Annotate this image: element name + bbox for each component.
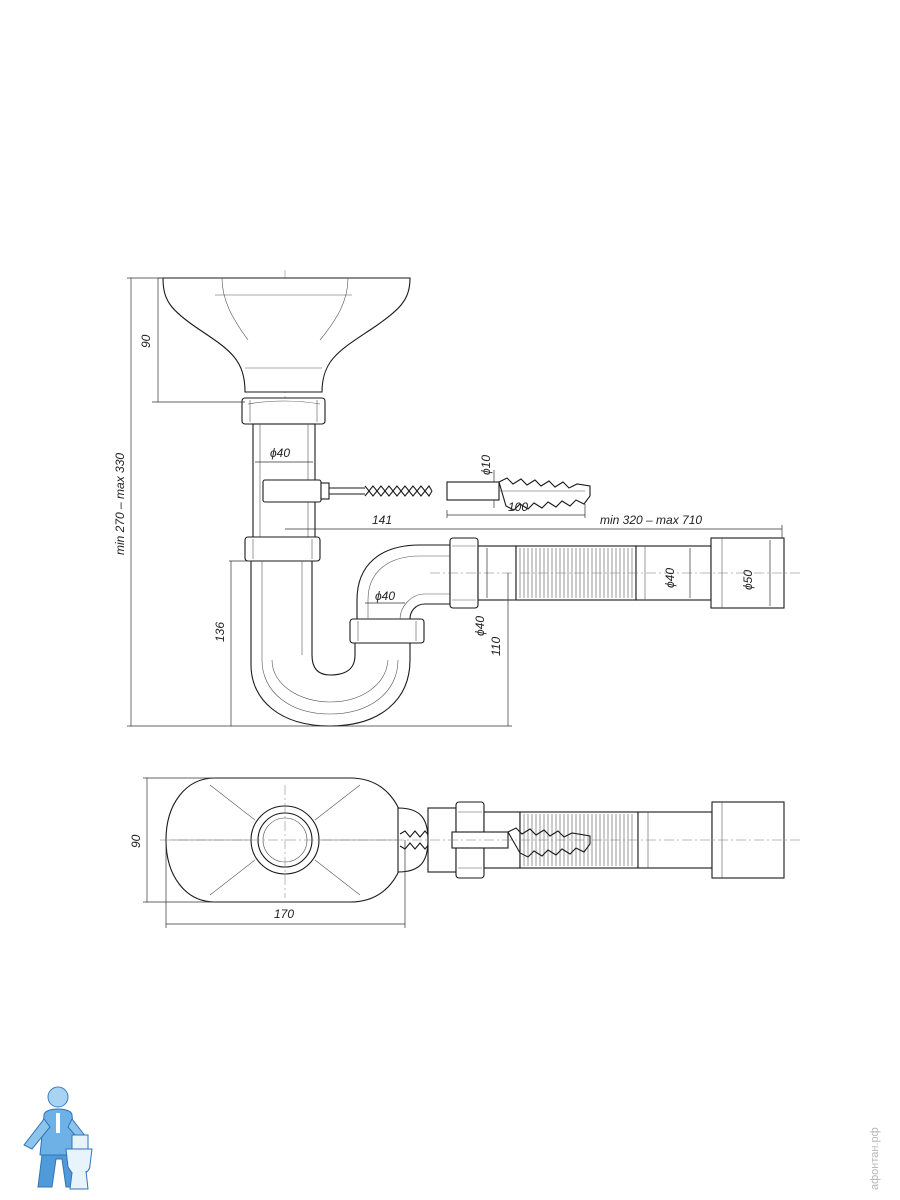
trap-body bbox=[250, 560, 411, 727]
dim-trap-height: 136 bbox=[213, 622, 227, 642]
dim-trap-diameter: ϕ40 bbox=[375, 589, 395, 603]
dim-hose-length: min 320 – max 710 bbox=[600, 513, 702, 527]
dim-screw-offset: 141 bbox=[372, 513, 392, 527]
dim-pipe-diameter-top: ϕ40 bbox=[270, 446, 290, 460]
wall-bracket bbox=[262, 479, 433, 503]
plan-view: 90 170 bbox=[129, 777, 800, 928]
dim-outlet-diameter: ϕ40 bbox=[473, 616, 487, 636]
trap-nut bbox=[349, 618, 425, 644]
plumber-mascot-icon bbox=[23, 1086, 93, 1190]
funnel bbox=[162, 277, 411, 393]
dim-dowel-length: 100 bbox=[508, 500, 528, 514]
outlet-elbow bbox=[356, 544, 451, 620]
dim-hose-outer-diameter: ϕ50 bbox=[741, 570, 755, 590]
dim-hose-inner-diameter: ϕ40 bbox=[663, 568, 677, 588]
dim-plan-width: 170 bbox=[274, 907, 294, 921]
dim-dowel-diameter: ϕ10 bbox=[479, 455, 493, 475]
watermark-text: афонтан.рф bbox=[869, 1127, 881, 1190]
dim-funnel-height: 90 bbox=[139, 334, 153, 348]
dim-outlet-height: 110 bbox=[489, 637, 503, 656]
middle-nut bbox=[244, 536, 321, 562]
top-nut bbox=[241, 397, 326, 425]
dim-plan-depth: 90 bbox=[129, 834, 143, 848]
dim-total-height: min 270 – max 330 bbox=[113, 453, 127, 555]
front-dimensions bbox=[127, 277, 783, 727]
front-view: 90 min 270 – max 330 ϕ40 ϕ10 100 141 min… bbox=[113, 270, 800, 727]
dowel bbox=[446, 477, 591, 511]
